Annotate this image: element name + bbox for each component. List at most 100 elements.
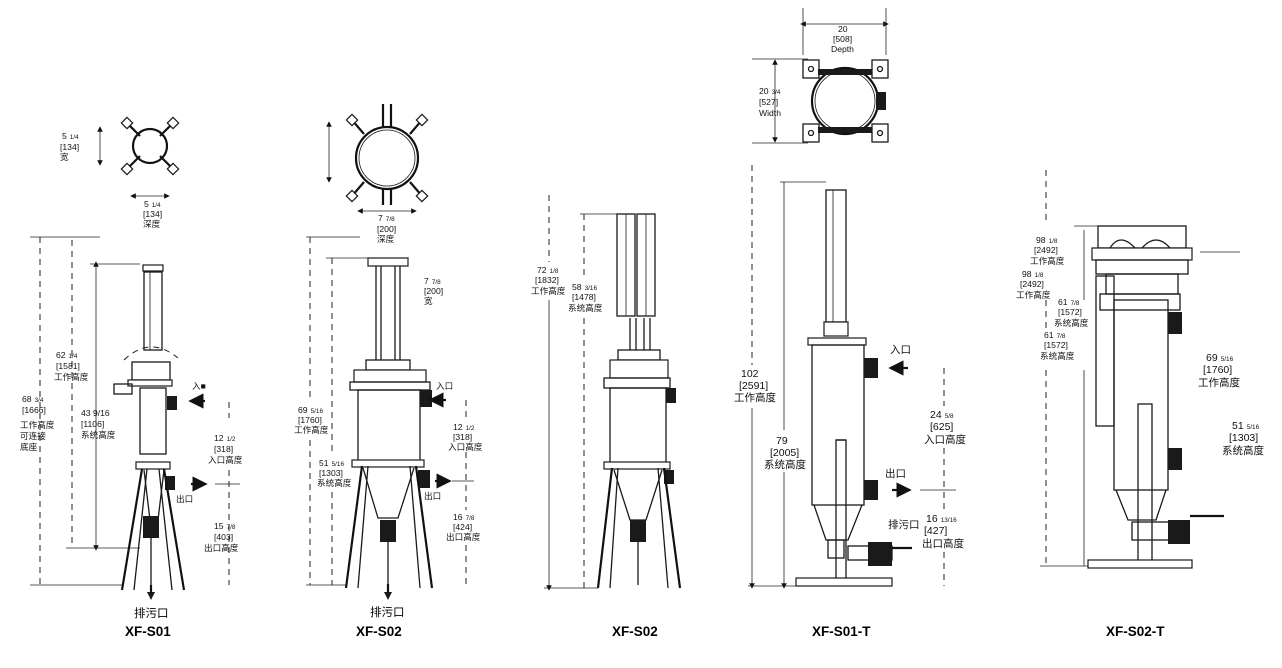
m1-outlet-label: 出口	[176, 493, 193, 504]
m1-total-label: 工作高度	[20, 419, 55, 430]
m4-inlet-height-label: 入口高度	[924, 433, 966, 446]
model-label-3: XF-S02	[612, 624, 658, 639]
m2-inlet-label: 入口	[436, 381, 453, 391]
m2-outlet-mm: [424]	[453, 522, 472, 532]
front-view-xf-s01	[30, 236, 240, 600]
m3-work-mm: [1832]	[535, 275, 559, 285]
m4-work-label: 工作高度	[734, 391, 776, 404]
top-view-xf-s01-t	[752, 8, 889, 144]
m4-depth-mm: [508]	[833, 34, 852, 44]
m1-system-label: 系统高度	[81, 429, 116, 440]
model-label-2: XF-S02	[356, 624, 402, 639]
m4-system-label: 系统高度	[764, 458, 806, 471]
m2-top-depth-label: 深度	[377, 233, 395, 244]
m5-work-a-label: 工作高度	[1030, 255, 1065, 266]
m5-work-a-mm: [2492]	[1034, 245, 1058, 255]
m2-top-width-mm: [200]	[424, 286, 443, 296]
m2-top-width-label: 宽	[424, 295, 433, 306]
m1-top-width-label: 宽	[60, 151, 69, 162]
m2-outlet-label: 出口	[424, 490, 441, 501]
m1-top-depth-mm: [134]	[143, 209, 162, 219]
m1-base-label-1: 可连接	[20, 430, 46, 441]
m5-work-b-label: 工作高度	[1016, 289, 1051, 300]
m5-work-r-mm: [1760]	[1203, 364, 1232, 376]
m2-inlet-height-label: 入口高度	[448, 441, 483, 452]
m4-inlet-label: 入口	[890, 344, 911, 356]
m4-width-mm: [527]	[759, 97, 778, 107]
m1-outlet-height-label: 出口高度	[204, 542, 239, 553]
m2-system-mm: [1303]	[319, 468, 343, 478]
m5-work-r-label: 工作高度	[1198, 376, 1240, 389]
m4-work-mm: [2591]	[739, 380, 768, 392]
m4-depth-value: 20	[838, 24, 848, 34]
m2-work-label: 工作高度	[294, 424, 329, 435]
m1-work-label: 工作高度	[54, 371, 89, 382]
m2-top-depth-mm: [200]	[377, 224, 396, 234]
m2-outlet-height-label: 出口高度	[446, 531, 481, 542]
model-label-1: XF-S01	[125, 624, 171, 639]
front-view-xf-s02	[306, 236, 474, 600]
model-label-4: XF-S01-T	[812, 624, 871, 639]
m1-inlet-mm: [318]	[214, 444, 233, 454]
m4-work-value: 102	[741, 368, 759, 380]
m4-depth-label: Depth	[831, 44, 854, 54]
top-view-xf-s02	[326, 104, 429, 214]
m4-system-mm: [2005]	[770, 447, 799, 459]
m1-inlet-height-label: 入口高度	[208, 454, 243, 465]
front-view-xf-s01-t	[748, 165, 956, 589]
front-view-xf-s02-t	[1040, 170, 1240, 569]
m4-inlet-mm: [625]	[930, 421, 953, 433]
m1-inlet-label: 入■	[192, 381, 206, 391]
model-label-5: XF-S02-T	[1106, 624, 1165, 639]
m4-outlet-height-label: 出口高度	[922, 537, 964, 550]
m4-drain-label: 排污口	[888, 518, 920, 531]
m4-system-value: 79	[776, 435, 788, 447]
m3-system-mm: [1478]	[572, 292, 596, 302]
m5-sys-a-mm: [1572]	[1058, 307, 1082, 317]
m1-base-label-2: 底座	[20, 441, 38, 452]
m5-sys-a-label: 系统高度	[1054, 317, 1089, 328]
m5-work-b-mm: [2492]	[1020, 279, 1044, 289]
m1-system-value: 43 9/16	[81, 408, 110, 418]
m4-width-label: Width	[759, 108, 781, 118]
front-view-xf-s02-tall	[544, 195, 682, 591]
top-view-xf-s01	[97, 116, 180, 199]
m1-work-mm: [1581]	[56, 361, 80, 371]
m1-drain-label: 排污口	[134, 606, 169, 620]
m3-work-label: 工作高度	[531, 285, 566, 296]
m2-inlet-mm: [318]	[453, 432, 472, 442]
m2-drain-label: 排污口	[370, 605, 405, 619]
m5-sys-r-mm: [1303]	[1229, 432, 1258, 444]
m2-work-mm: [1760]	[298, 415, 322, 425]
m1-total-mm: [1666]	[22, 405, 46, 415]
